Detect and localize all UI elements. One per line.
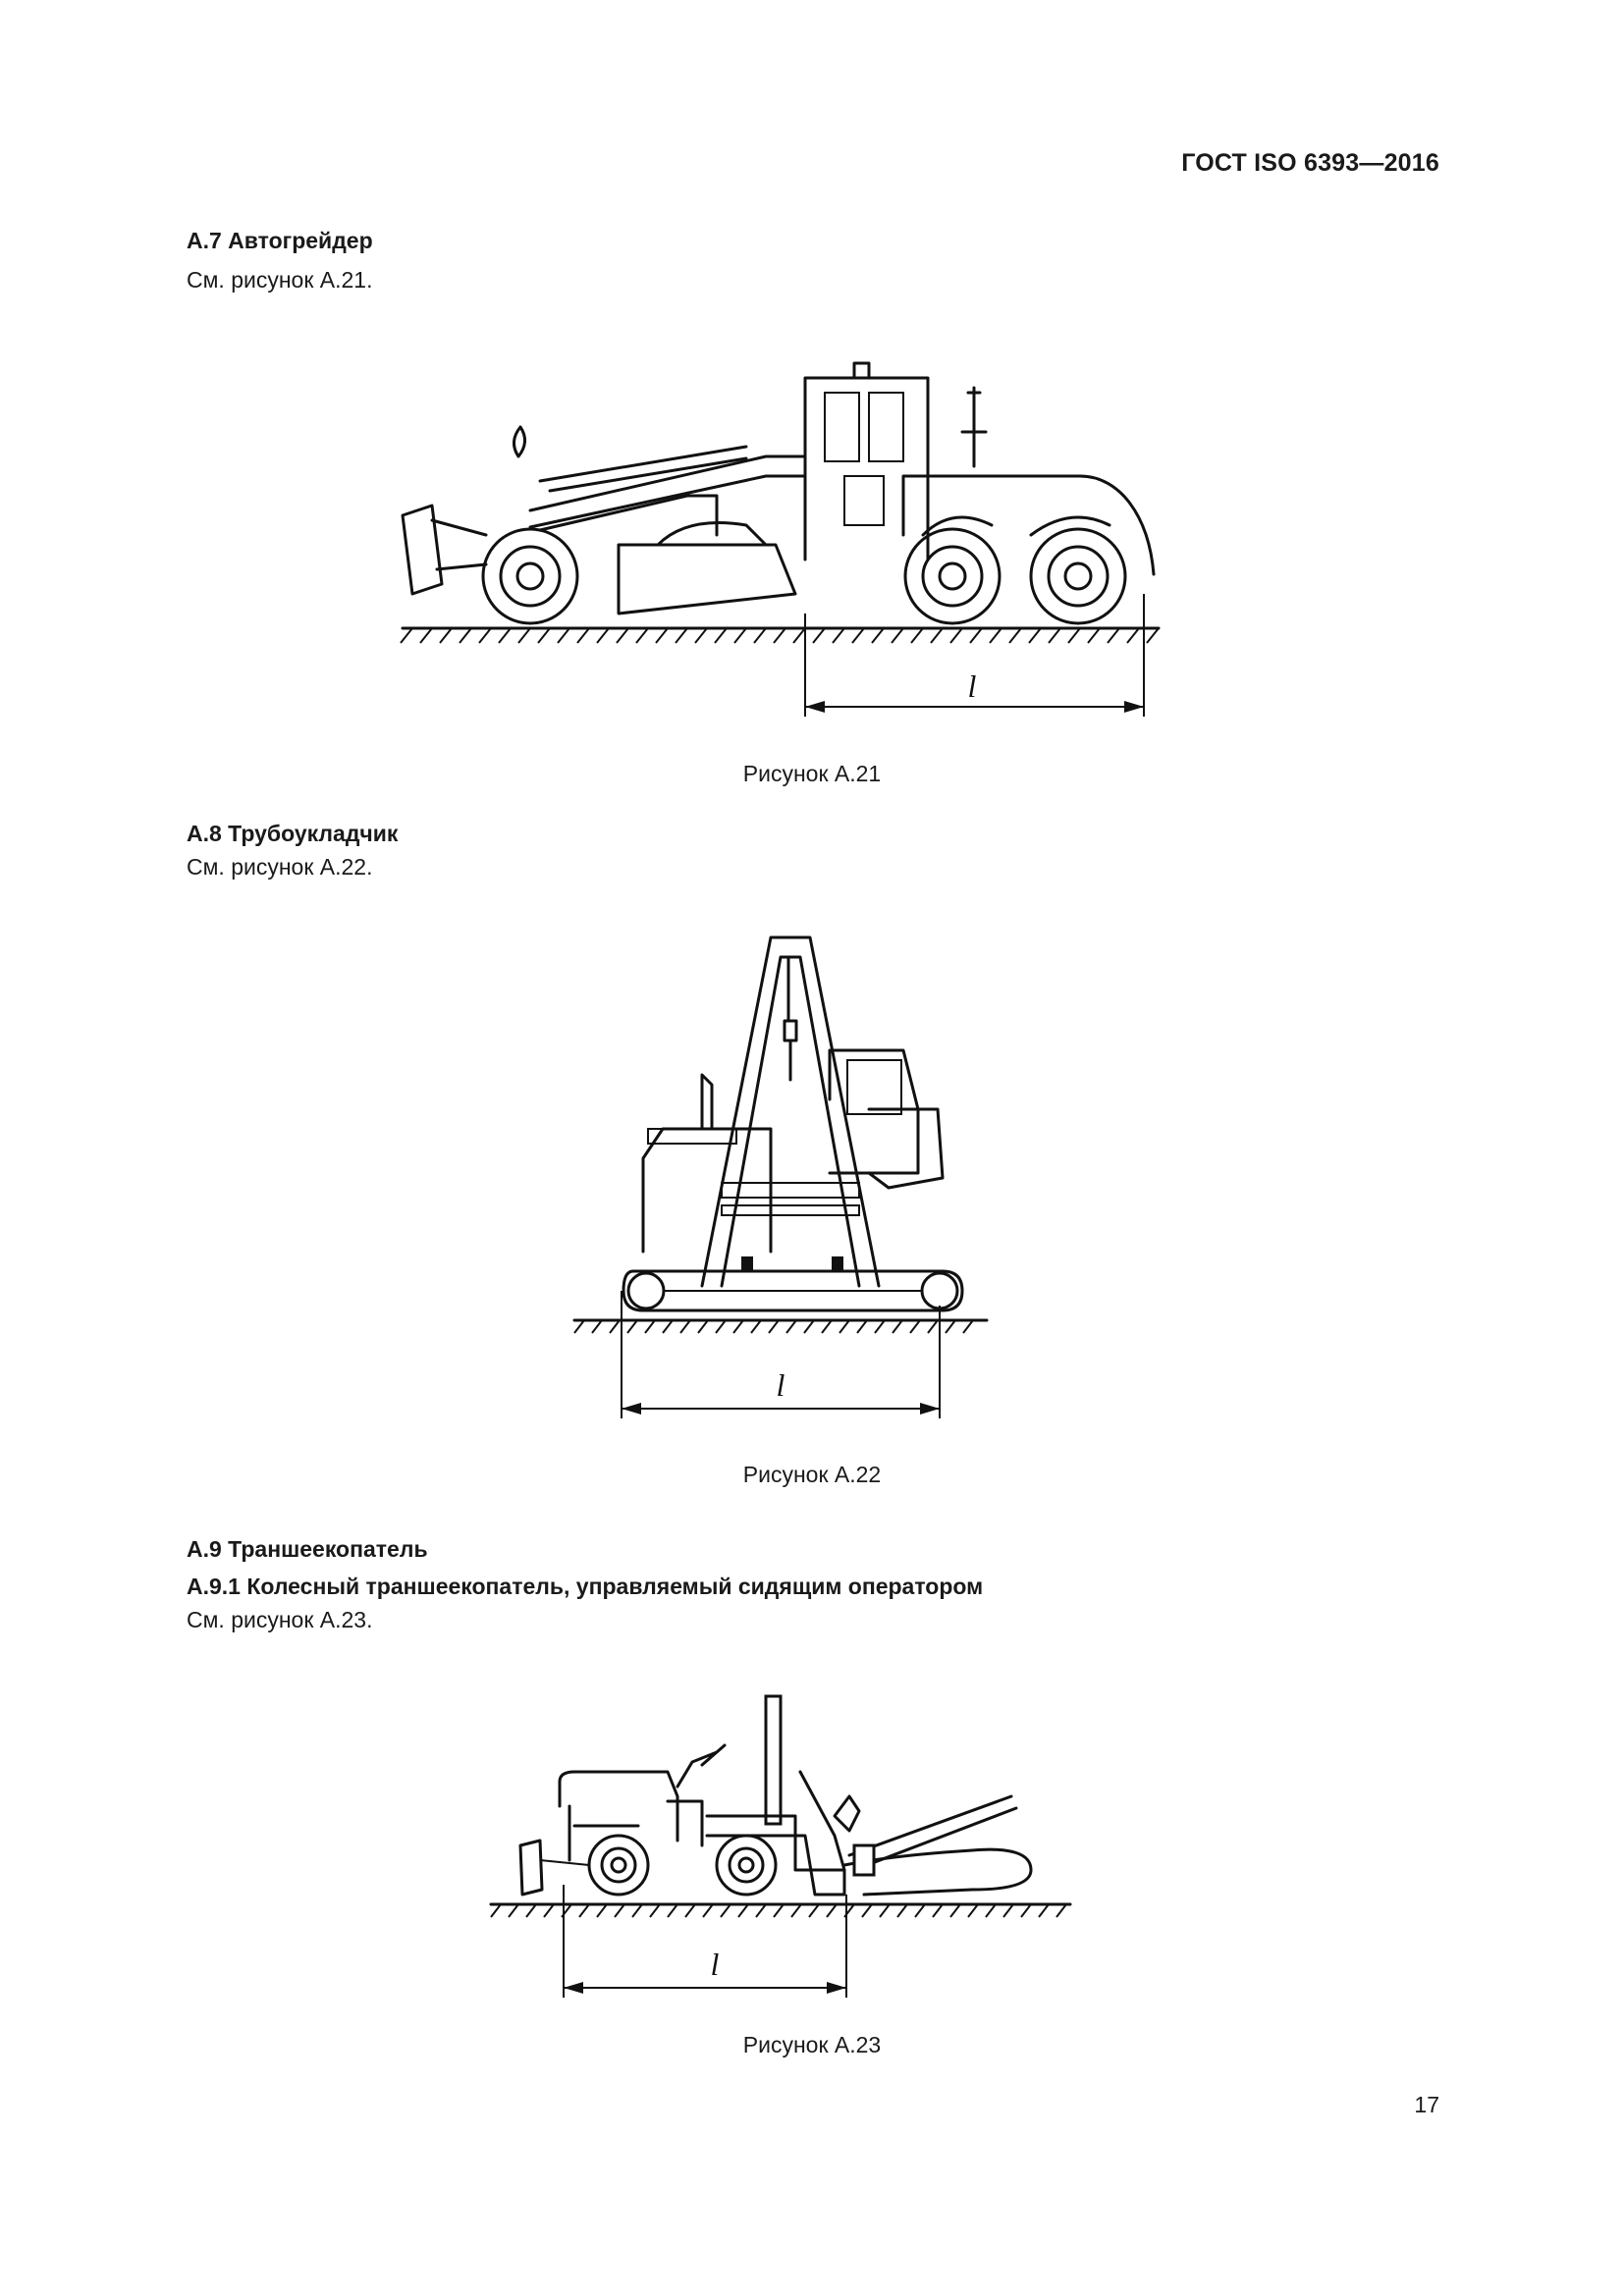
section-heading-a8: А.8 Трубоукладчик (187, 821, 399, 846)
figure-a21-motor-grader: l (400, 361, 1161, 717)
section-heading-a7: А.7 Автогрейдер (187, 228, 373, 253)
page-number: 17 (1414, 2092, 1439, 2117)
figure-caption-a23: Рисунок А.23 (742, 2032, 882, 2057)
figure-caption-a22: Рисунок А.22 (742, 1462, 882, 1487)
subsection-heading-a91: А.9.1 Колесный траншеекопатель, управляе… (187, 1574, 984, 1599)
figure-reference-a23: См. рисунок А.23. (187, 1607, 373, 1632)
dimension-line-a21: l (804, 594, 1145, 717)
figure-reference-a22: См. рисунок А.22. (187, 854, 373, 880)
dimension-label-l: l (711, 1947, 720, 1982)
figure-reference-a21: См. рисунок А.21. (187, 267, 373, 293)
dimension-label-l: l (777, 1367, 785, 1403)
figure-a23-trencher: l (489, 1694, 1072, 1998)
section-heading-a9: А.9 Траншеекопатель (187, 1536, 428, 1562)
dimension-line-a22: l (621, 1291, 941, 1418)
figure-a22-pipelayer: l (572, 935, 989, 1418)
document-id: ГОСТ ISO 6393—2016 (1181, 149, 1439, 177)
grader-drawing (400, 361, 1161, 644)
trencher-drawing (489, 1694, 1072, 1918)
dimension-line-a23: l (563, 1885, 847, 1998)
pipelayer-drawing (572, 935, 989, 1334)
dimension-label-l: l (968, 668, 977, 704)
figure-caption-a21: Рисунок А.21 (742, 761, 882, 786)
